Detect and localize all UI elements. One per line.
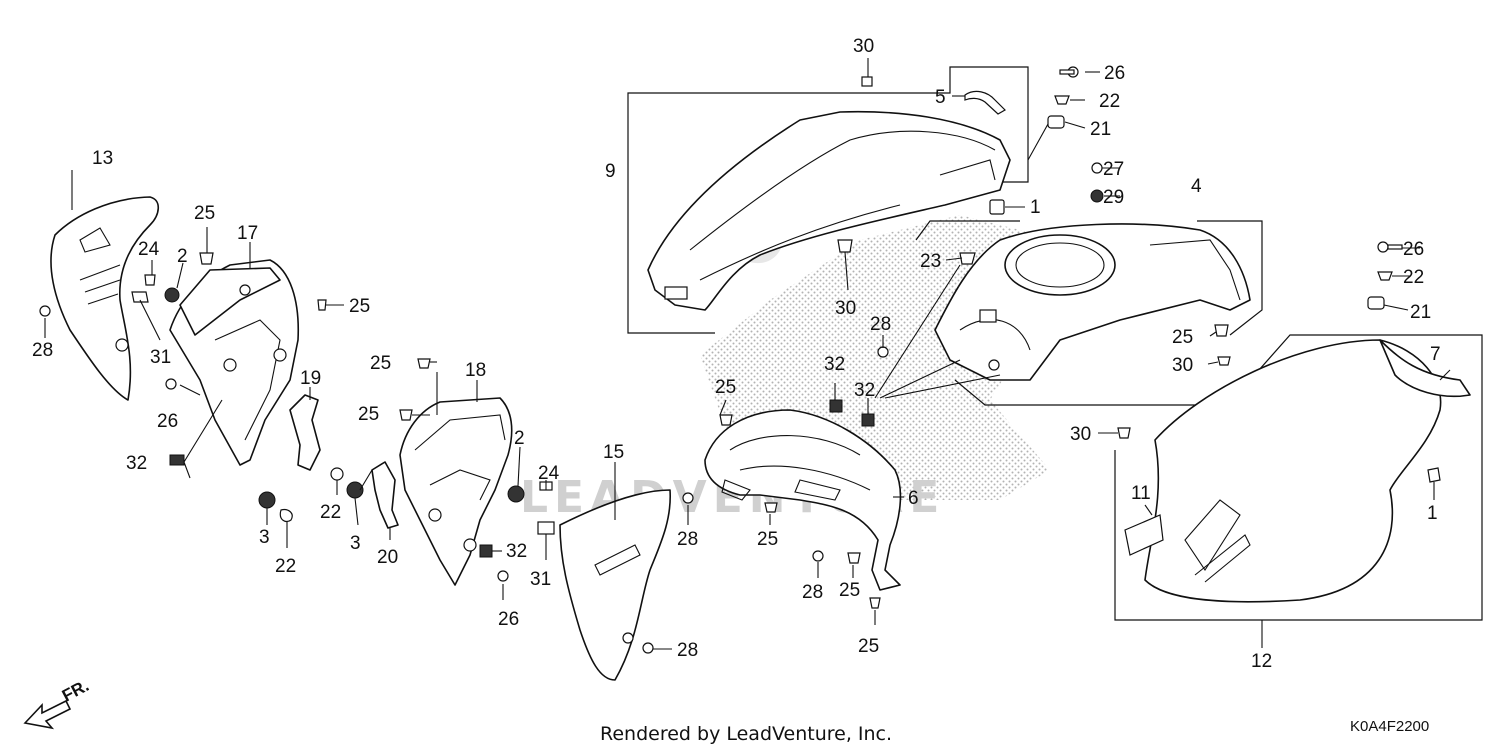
callout-22: 22 — [1403, 267, 1424, 288]
callout-28: 28 — [32, 340, 53, 361]
part-9-cover — [627, 66, 1029, 334]
callout-32: 32 — [824, 354, 845, 375]
part-20-bracket — [371, 461, 399, 529]
credit-text: Rendered by LeadVenture, Inc. — [600, 723, 892, 745]
callout-6: 6 — [908, 488, 919, 509]
callout-28: 28 — [677, 529, 698, 550]
callout-23: 23 — [920, 251, 941, 272]
callout-30: 30 — [1070, 424, 1091, 445]
callout-5: 5 — [935, 87, 946, 108]
callout-labels: 30 26 5 22 9 21 27 29 1 4 23 26 22 30 21… — [32, 36, 1441, 672]
callout-29: 29 — [1103, 187, 1124, 208]
callout-28: 28 — [802, 582, 823, 603]
leader-lines — [44, 58, 1451, 650]
callout-3: 3 — [350, 533, 361, 554]
callout-26: 26 — [1104, 63, 1125, 84]
part-17-inner-panel — [169, 259, 300, 466]
callout-25: 25 — [194, 203, 215, 224]
part-4-tank-cover — [915, 220, 1263, 381]
callout-22: 22 — [1099, 91, 1120, 112]
callout-13: 13 — [92, 148, 113, 169]
callout-32: 32 — [126, 453, 147, 474]
callout-26: 26 — [157, 411, 178, 432]
callout-12: 12 — [1251, 651, 1272, 672]
callout-25: 25 — [715, 377, 736, 398]
callout-26: 26 — [498, 609, 519, 630]
callout-30: 30 — [853, 36, 874, 57]
callout-31: 31 — [150, 347, 171, 368]
callout-25: 25 — [1172, 327, 1193, 348]
callout-24: 24 — [138, 239, 160, 260]
callout-1: 1 — [1427, 503, 1438, 524]
callout-18: 18 — [465, 360, 486, 381]
callout-9: 9 — [605, 161, 616, 182]
callout-3: 3 — [259, 527, 270, 548]
callout-20: 20 — [377, 547, 398, 568]
callout-31: 31 — [530, 569, 551, 590]
part-13-cowl — [50, 196, 160, 401]
callout-25: 25 — [370, 353, 391, 374]
callout-27: 27 — [1103, 159, 1124, 180]
callout-28: 28 — [677, 640, 698, 661]
part-12-cover — [1114, 339, 1471, 621]
callout-25: 25 — [757, 529, 778, 550]
callout-24: 24 — [538, 463, 560, 484]
callout-15: 15 — [603, 442, 624, 463]
callout-28: 28 — [870, 314, 891, 335]
callout-2: 2 — [177, 246, 188, 267]
callout-19: 19 — [300, 368, 321, 389]
callout-17: 17 — [237, 223, 258, 244]
callout-32: 32 — [854, 380, 875, 401]
front-direction-arrow: FR. — [23, 676, 92, 730]
part-15-side-cover — [559, 489, 671, 681]
part-6-center-cover — [704, 409, 902, 591]
callout-32: 32 — [506, 541, 527, 562]
callout-11: 11 — [1131, 483, 1151, 504]
callout-22: 22 — [275, 556, 296, 577]
callout-25: 25 — [358, 404, 379, 425]
callout-22: 22 — [320, 502, 341, 523]
callout-4: 4 — [1191, 176, 1202, 197]
callout-26: 26 — [1403, 239, 1424, 260]
callout-30: 30 — [835, 298, 856, 319]
callout-21: 21 — [1410, 302, 1431, 323]
callout-25: 25 — [839, 580, 860, 601]
callout-25: 25 — [858, 636, 879, 657]
direction-label: FR. — [59, 676, 92, 706]
callout-25: 25 — [349, 296, 370, 317]
callout-21: 21 — [1090, 119, 1111, 140]
part-19-bracket — [289, 394, 321, 471]
callout-1: 1 — [1030, 197, 1041, 218]
callout-7: 7 — [1430, 344, 1441, 365]
part-18-inner-panel — [399, 397, 513, 586]
callout-2: 2 — [514, 428, 525, 449]
callout-30: 30 — [1172, 355, 1193, 376]
diagram-code: K0A4F2200 — [1350, 718, 1429, 735]
hardware-fasteners — [39, 66, 1441, 654]
frame-4-lower — [954, 334, 1483, 621]
